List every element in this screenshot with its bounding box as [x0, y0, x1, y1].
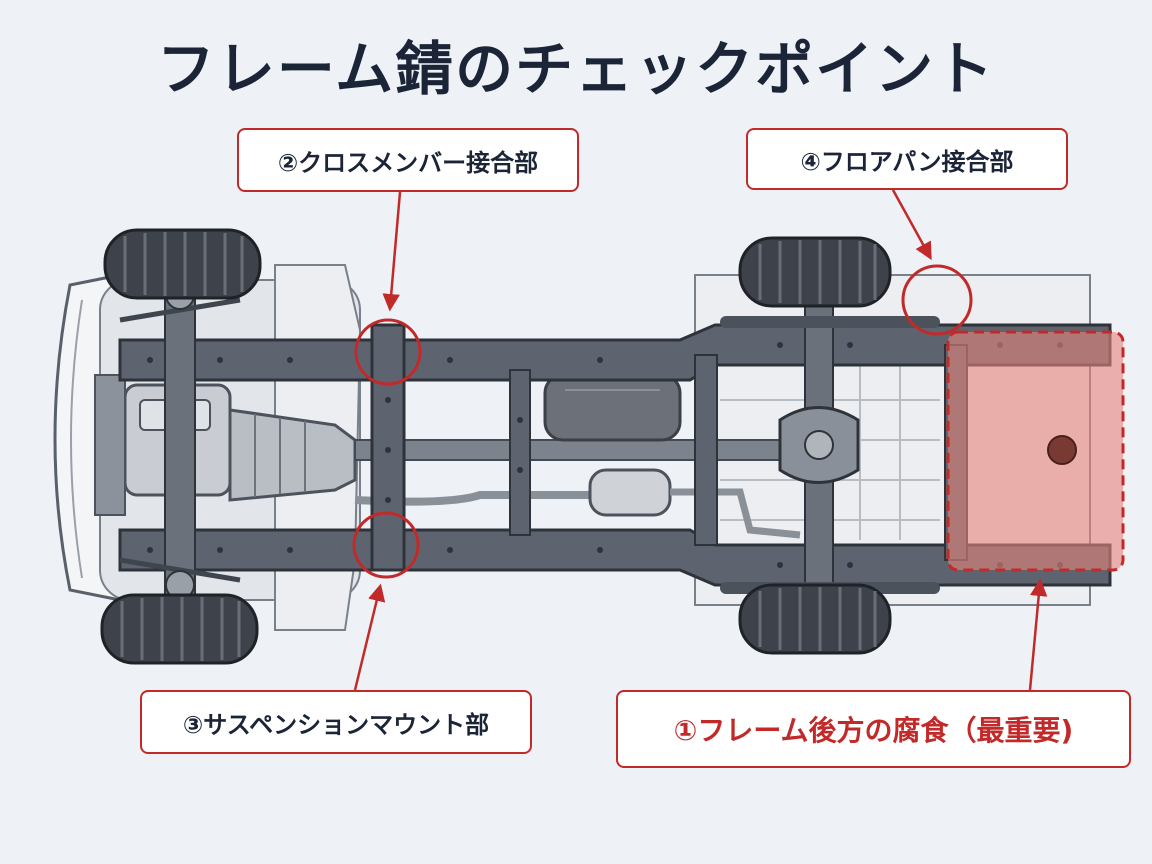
- rear-frame-callout-text: ①フレーム後方の腐食（最重要): [673, 714, 1074, 747]
- crossmember-callout: ②クロスメンバー接合部: [237, 128, 579, 192]
- suspension-mount-highlight: [352, 511, 420, 579]
- rear-frame-callout: ①フレーム後方の腐食（最重要): [616, 690, 1131, 768]
- rear-corrosion-zone: [946, 330, 1125, 572]
- floorpan-joint-highlight: [901, 264, 973, 336]
- ladder-frame: [118, 323, 1112, 587]
- fuel-tank: [543, 373, 682, 442]
- engine-block: [94, 374, 232, 516]
- suspension-callout: ③サスペンションマウント部: [140, 690, 532, 754]
- crossmember-arrow: [382, 191, 402, 312]
- crossmember-callout-text: ②クロスメンバー接合部: [277, 148, 539, 177]
- floorpan-arrow: [891, 189, 932, 261]
- rear-frame-arrow: [1028, 578, 1048, 691]
- drive-shaft: [354, 439, 796, 461]
- rear-right-tire: [738, 583, 892, 655]
- transmission: [228, 408, 357, 502]
- crossmember-top-highlight: [354, 318, 422, 386]
- front-right-tire: [100, 593, 259, 665]
- rear-left-tire: [738, 236, 892, 308]
- floorpan-callout: ④フロアパン接合部: [746, 128, 1068, 190]
- suspension-callout-text: ③サスペンションマウント部: [182, 710, 490, 739]
- front-left-tire: [103, 228, 262, 300]
- page-title: フレーム錆のチェックポイント: [156, 35, 996, 103]
- suspension-arrow: [353, 583, 386, 691]
- floorpan-callout-text: ④フロアパン接合部: [800, 147, 1014, 176]
